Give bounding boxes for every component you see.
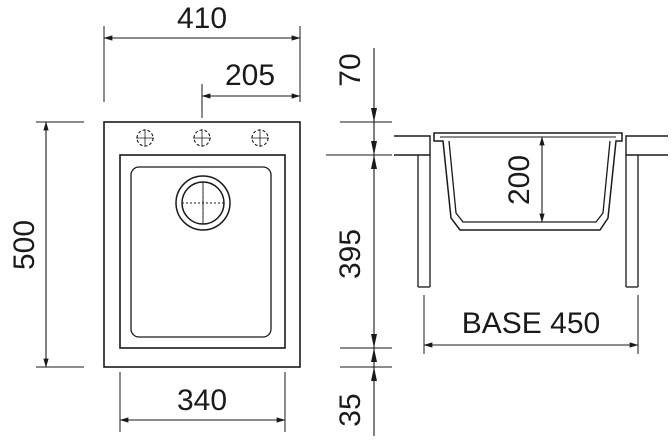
- dim-label-205: 205: [225, 59, 275, 92]
- dim-overall-depth: 500: [8, 121, 84, 368]
- dim-half-width: 205: [201, 59, 301, 118]
- dim-overall-width: 410: [103, 2, 301, 102]
- dim-label-70: 70: [334, 53, 367, 86]
- dim-label-410: 410: [177, 2, 227, 35]
- dim-base: BASE 450: [423, 295, 639, 354]
- dim-label-340: 340: [177, 384, 227, 417]
- countertop-right: [625, 135, 668, 156]
- dim-label-200: 200: [503, 155, 536, 205]
- dim-bowl-height: 200: [503, 136, 545, 223]
- top-view: 410 205 500 340: [8, 2, 392, 436]
- tap-hole-right: [251, 129, 269, 147]
- countertop-left: [394, 135, 431, 156]
- cabinet-sides: [417, 155, 639, 288]
- dim-label-35: 35: [334, 393, 367, 426]
- sink-bowl: [130, 166, 272, 338]
- dim-bowl-width: 340: [119, 372, 286, 432]
- sink-section-outer: [433, 132, 623, 231]
- sink-section-inner: [448, 140, 611, 223]
- dim-label-500: 500: [8, 220, 41, 270]
- drain-icon: [175, 175, 231, 231]
- sink-rim: [119, 154, 286, 349]
- tap-holes: [136, 129, 269, 147]
- tap-hole-center: [193, 129, 211, 147]
- sink-outline: [103, 121, 301, 368]
- tap-hole-left: [136, 129, 154, 147]
- side-section-view: 200 BASE 450: [394, 132, 668, 354]
- dim-label-395: 395: [334, 229, 367, 279]
- dim-label-base: BASE 450: [462, 307, 600, 340]
- dim-vertical-chain: 70 395 35: [326, 48, 392, 436]
